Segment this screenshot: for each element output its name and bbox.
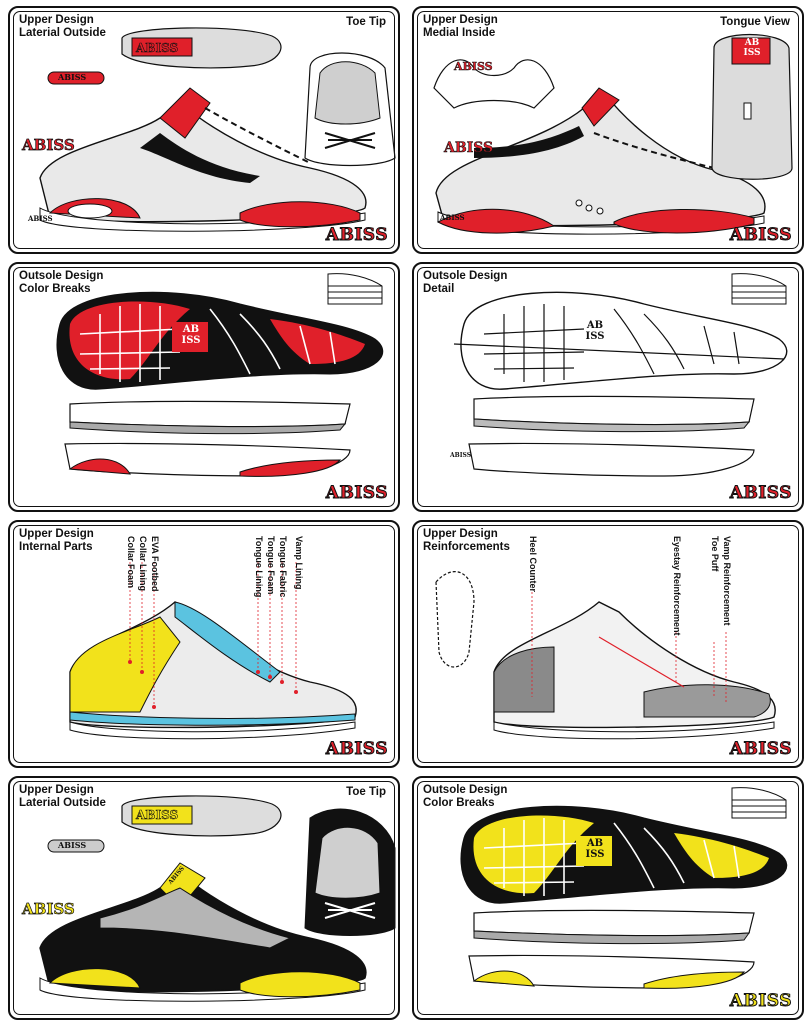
- label-tongue-fabric: Tongue Fabric: [278, 536, 288, 598]
- heel-brand-logo: ABISS: [440, 213, 465, 222]
- toe-tip-title: Toe Tip: [346, 16, 386, 28]
- sneaker-drawing-lateral-red: [39, 27, 396, 232]
- brand-logo: ABISS: [325, 483, 388, 504]
- side-brand-logo: ABISS: [450, 452, 472, 459]
- label-heel-counter: Heel Counter: [528, 536, 538, 593]
- outsole-drawing-yellow: [460, 787, 788, 989]
- insole-brand-logo: ABISS: [136, 41, 179, 56]
- side-brand-logo: ABISS: [22, 900, 75, 919]
- side-brand-logo: ABISS: [22, 136, 75, 155]
- outsole-drawing-red: [56, 273, 384, 477]
- tag-brand-logo: ABISS: [58, 840, 87, 850]
- outsole-drawing-detail: [453, 273, 788, 477]
- label-vamp-lining: Vamp Lining: [294, 536, 304, 590]
- insole-brand-logo: ABISS: [136, 808, 179, 823]
- brand-logo: ABISS: [729, 225, 792, 246]
- brand-logo: ABISS: [729, 483, 792, 504]
- collar-brand-logo: ABISS: [454, 60, 493, 74]
- label-vamp-reinforcement: Vamp Reinforcement: [722, 536, 732, 626]
- label-eva-footbed: EVA Footbed: [150, 536, 160, 592]
- label-toe-puff: Toe Puff: [710, 536, 720, 572]
- label-collar-foam: Collar Foam: [126, 536, 136, 589]
- heel-brand-logo: ABISS: [28, 214, 53, 223]
- brand-logo: ABISS: [729, 739, 792, 760]
- side-brand-logo: ABISS: [444, 140, 494, 157]
- toe-tip-title: Toe Tip: [346, 786, 386, 798]
- sneaker-drawing-lateral-yellow: [39, 795, 396, 1002]
- sneaker-drawing-reinforcements: [435, 571, 776, 740]
- brand-logo: ABISS: [325, 739, 388, 760]
- sneaker-drawing-internal: [69, 562, 357, 740]
- brand-logo: ABISS: [325, 225, 388, 246]
- label-eyestay-reinforcement: Eyestay Reinforcement: [672, 536, 682, 636]
- sneaker-drawing-medial-red: [433, 34, 793, 235]
- label-tongue-lining: Tongue Lining: [254, 536, 264, 598]
- label-collar-lining: Collar Lining: [138, 536, 148, 591]
- tongue-view-title: Tongue View: [720, 16, 790, 28]
- label-tongue-foam: Tongue Foam: [266, 536, 276, 595]
- tag-brand-logo: ABISS: [58, 72, 87, 82]
- brand-logo: ABISS: [729, 991, 792, 1012]
